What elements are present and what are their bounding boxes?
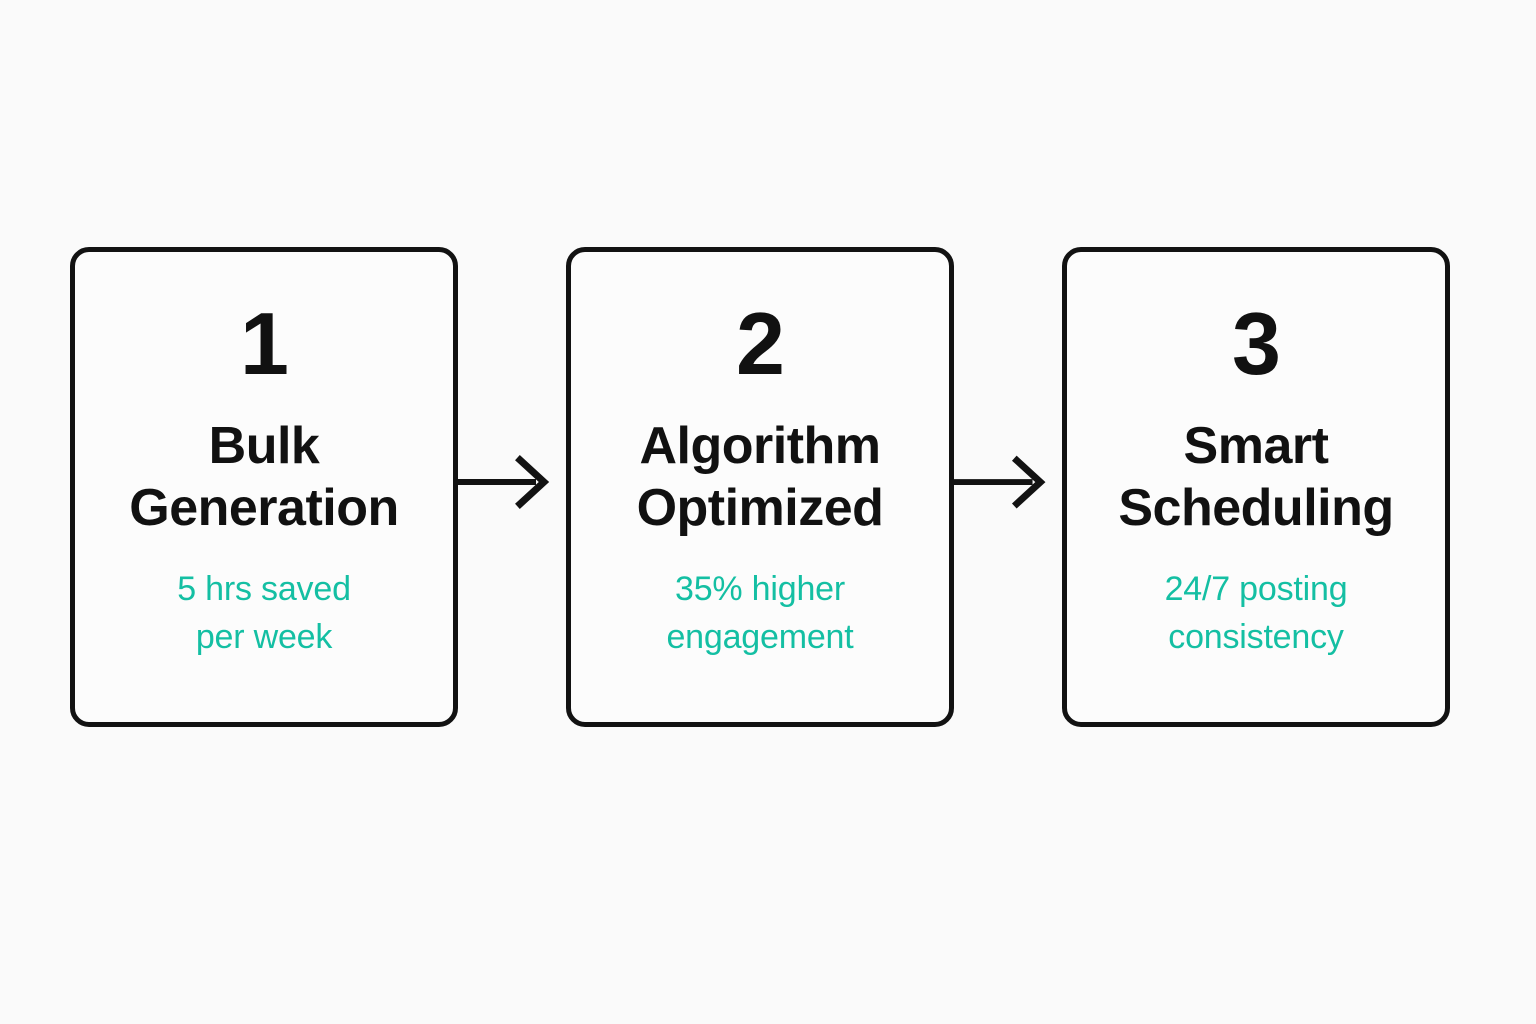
step-title-2: Algorithm Optimized: [629, 415, 892, 539]
step-title-1: Bulk Generation: [121, 415, 407, 539]
step-title-1-line2: Generation: [129, 479, 399, 537]
step-title-2-line2: Optimized: [636, 479, 884, 537]
connector-2-to-3: [954, 247, 1062, 727]
step-number-1: 1: [240, 294, 289, 393]
process-flow-row: 1 Bulk Generation 5 hrs saved per week 2…: [70, 247, 1463, 727]
step-caption-2-line1: 35% higher: [674, 570, 845, 608]
step-card-1[interactable]: 1 Bulk Generation 5 hrs saved per week: [70, 247, 458, 727]
step-caption-1-line2: per week: [195, 618, 333, 656]
step-caption-1-line1: 5 hrs saved: [177, 570, 351, 608]
step-title-3-line2: Scheduling: [1118, 479, 1394, 537]
step-title-3: Smart Scheduling: [1110, 415, 1401, 539]
step-caption-3: 24/7 posting consistency: [1157, 565, 1356, 661]
step-caption-3-line1: 24/7 posting: [1164, 570, 1348, 608]
step-caption-3-line2: consistency: [1168, 618, 1344, 656]
step-title-3-line1: Smart: [1183, 417, 1329, 475]
step-caption-2-line2: engagement: [666, 618, 854, 656]
step-title-2-line1: Algorithm: [639, 417, 881, 475]
arrow-right-icon: [458, 455, 550, 509]
step-caption-1: 5 hrs saved per week: [169, 565, 359, 661]
step-number-3: 3: [1232, 294, 1281, 393]
step-number-2: 2: [736, 294, 785, 393]
step-title-1-line1: Bulk: [208, 417, 320, 475]
step-card-2[interactable]: 2 Algorithm Optimized 35% higher engagem…: [566, 247, 954, 727]
step-card-3[interactable]: 3 Smart Scheduling 24/7 posting consiste…: [1062, 247, 1450, 727]
arrow-right-icon: [954, 455, 1046, 509]
step-caption-2: 35% higher engagement: [658, 565, 861, 661]
connector-1-to-2: [458, 247, 566, 727]
